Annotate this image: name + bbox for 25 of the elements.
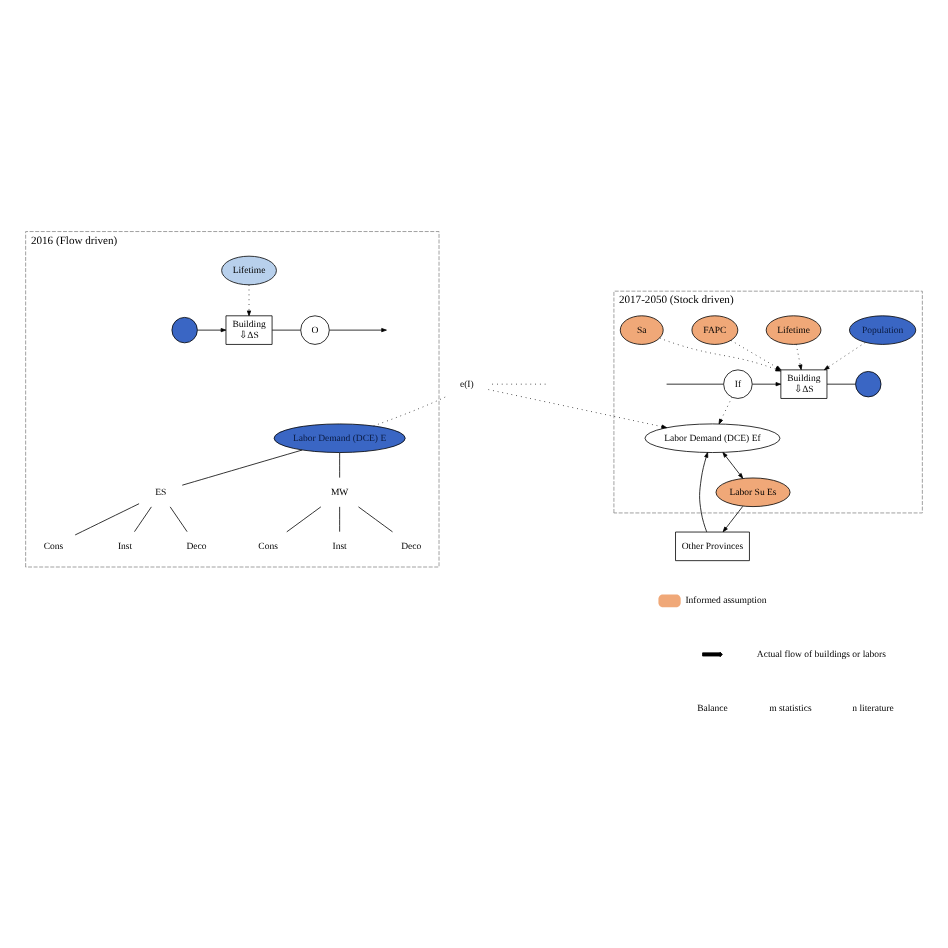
node-circle: [171, 317, 198, 344]
arrow: [722, 505, 744, 533]
connector: [339, 452, 341, 478]
connector: [373, 396, 446, 427]
connector: [134, 506, 152, 533]
arrow: [699, 452, 709, 533]
arrow: [488, 389, 667, 429]
arrow: [246, 284, 252, 317]
connector: [826, 383, 856, 385]
connector: [666, 383, 724, 385]
connector: [358, 506, 393, 533]
connector: [169, 506, 188, 533]
connector: [74, 503, 140, 536]
connector: [286, 506, 322, 533]
arrow: [329, 328, 387, 333]
arrow: [718, 397, 733, 425]
arrow: [197, 328, 227, 333]
node-circle: [855, 371, 882, 398]
arrow: [795, 344, 803, 371]
arrow: [722, 452, 744, 479]
connector: [271, 329, 302, 331]
connector: [181, 449, 303, 486]
connector: [339, 506, 341, 533]
arrow: [751, 382, 782, 387]
arrow: [824, 342, 866, 371]
